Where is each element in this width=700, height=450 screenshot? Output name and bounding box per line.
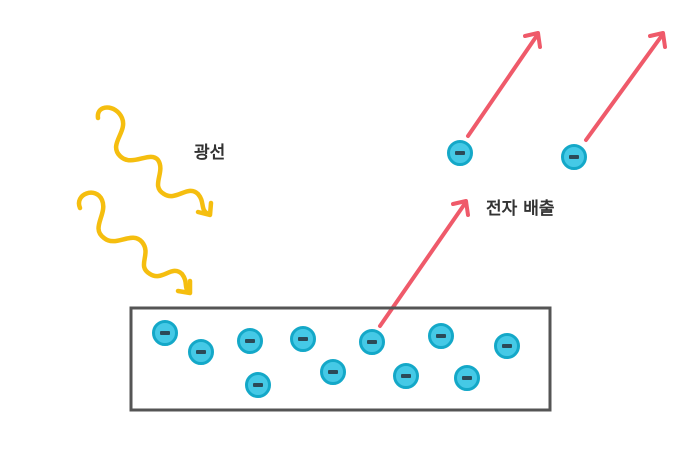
electron-icon <box>454 365 480 391</box>
light-wave-top <box>95 105 214 218</box>
emission-arrow-2 <box>466 31 542 138</box>
electron-icon <box>290 326 316 352</box>
electron-icon <box>188 339 214 365</box>
light-label: 광선 <box>194 143 225 163</box>
electron-icon <box>152 320 178 346</box>
electron-icon <box>561 144 587 170</box>
emission-arrow-3 <box>584 31 667 142</box>
emitted-electrons <box>447 140 587 170</box>
electron-icon <box>393 363 419 389</box>
metal-electrons <box>152 320 520 398</box>
electron-icon <box>359 329 385 355</box>
metal-plate <box>129 306 552 412</box>
light-waves <box>76 105 214 296</box>
electron-icon <box>428 323 454 349</box>
emission-label: 전자 배출 <box>486 199 555 219</box>
electron-icon <box>494 333 520 359</box>
electron-icon <box>245 372 271 398</box>
electron-icon <box>447 140 473 166</box>
emission-arrow-1 <box>378 199 470 328</box>
electron-icon <box>320 359 346 385</box>
emission-arrows <box>378 31 667 328</box>
light-wave-bottom <box>76 190 193 296</box>
electron-icon <box>237 328 263 354</box>
